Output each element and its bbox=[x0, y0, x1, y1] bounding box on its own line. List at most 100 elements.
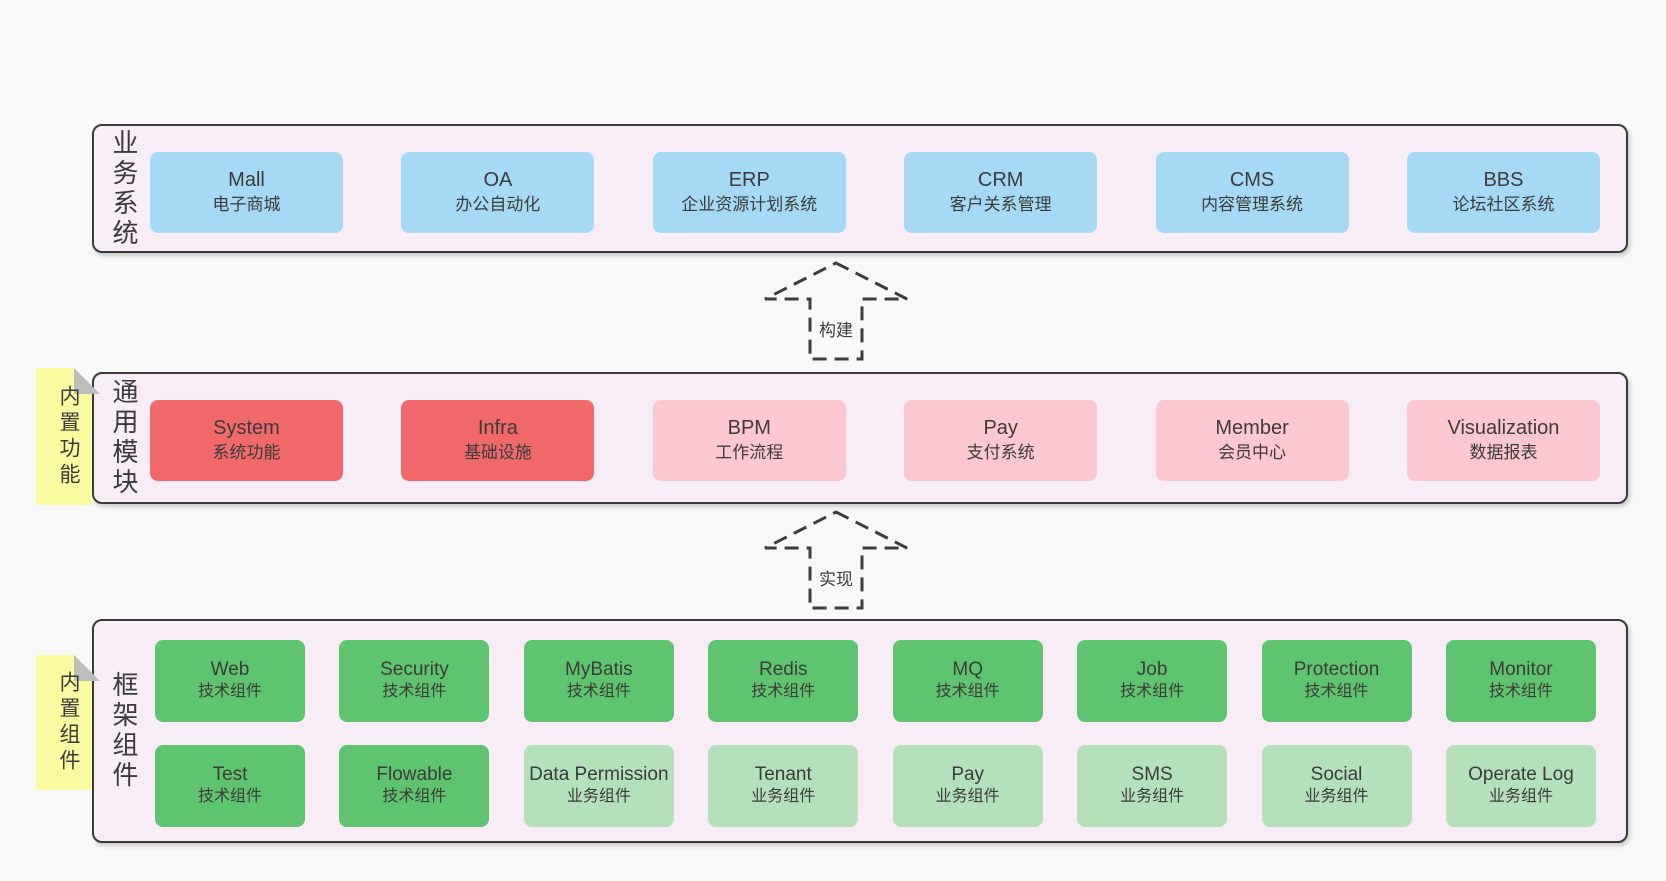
box-title: SMS bbox=[1131, 764, 1173, 785]
box-title: Monitor bbox=[1489, 659, 1553, 680]
implement-arrow-label: 实现 bbox=[815, 564, 857, 591]
box-title: Social bbox=[1310, 764, 1363, 785]
box-visualization: Visualization 数据报表 bbox=[1406, 400, 1600, 481]
up-arrow-icon bbox=[764, 261, 908, 361]
box-cms: CMS 内容管理系统 bbox=[1155, 152, 1349, 233]
panel-common-modules: 通用模块 System 系统功能 Infra 基础设施 BPM 工作流程 Pay 支付系统 Me… bbox=[92, 372, 1628, 504]
box-title: BBS bbox=[1483, 169, 1524, 191]
box-title: Web bbox=[210, 659, 250, 680]
box-subtitle: 技术组件 bbox=[382, 788, 447, 805]
box-subtitle: 技术组件 bbox=[382, 683, 447, 700]
implement-arrow: 实现 bbox=[761, 508, 911, 612]
box-title: MyBatis bbox=[565, 659, 633, 680]
box-bpm: BPM 工作流程 bbox=[652, 400, 846, 481]
box-monitor: Monitor 技术组件 bbox=[1445, 640, 1596, 722]
box-title: Visualization bbox=[1447, 417, 1560, 439]
box-title: Member bbox=[1215, 417, 1289, 439]
box-subtitle: 支付系统 bbox=[966, 443, 1035, 462]
box-subtitle: 业务组件 bbox=[751, 788, 816, 805]
box-mq: MQ 技术组件 bbox=[892, 640, 1043, 722]
box-title: BPM bbox=[727, 417, 771, 439]
box-subtitle: 基础设施 bbox=[463, 443, 532, 462]
box-flowable: Flowable 技术组件 bbox=[339, 745, 490, 827]
box-title: Flowable bbox=[376, 764, 453, 785]
box-title: CMS bbox=[1229, 169, 1275, 191]
box-operate-log: Operate Log 业务组件 bbox=[1445, 745, 1596, 827]
box-subtitle: 数据报表 bbox=[1469, 443, 1538, 462]
box-subtitle: 会员中心 bbox=[1218, 443, 1287, 462]
box-title: CRM bbox=[977, 169, 1024, 191]
box-subtitle: 技术组件 bbox=[1488, 683, 1553, 700]
sticky-note-text: 内置功能 bbox=[57, 384, 80, 489]
box-pay: Pay 业务组件 bbox=[892, 745, 1043, 827]
box-subtitle: 办公自动化 bbox=[455, 195, 541, 214]
box-subtitle: 论坛社区系统 bbox=[1452, 195, 1555, 214]
box-protection: Protection 技术组件 bbox=[1261, 640, 1412, 722]
box-title: MQ bbox=[952, 659, 983, 680]
box-title: Protection bbox=[1293, 659, 1380, 680]
box-subtitle: 业务组件 bbox=[1304, 788, 1369, 805]
panel-business-label: 业务系统 bbox=[109, 128, 139, 249]
box-subtitle: 业务组件 bbox=[1488, 788, 1553, 805]
box-subtitle: 客户关系管理 bbox=[949, 195, 1052, 214]
box-subtitle: 技术组件 bbox=[197, 683, 262, 700]
box-title: Tenant bbox=[754, 764, 812, 785]
box-oa: OA 办公自动化 bbox=[401, 152, 595, 233]
box-tenant: Tenant 业务组件 bbox=[708, 745, 859, 827]
box-social: Social 业务组件 bbox=[1261, 745, 1412, 827]
box-test: Test 技术组件 bbox=[155, 745, 305, 827]
box-subtitle: 业务组件 bbox=[1120, 788, 1185, 805]
build-arrow-label: 构建 bbox=[815, 315, 857, 342]
box-subtitle: 技术组件 bbox=[566, 683, 631, 700]
box-pay: Pay 支付系统 bbox=[904, 400, 1098, 481]
box-subtitle: 电子商城 bbox=[212, 195, 281, 214]
box-system: System 系统功能 bbox=[150, 400, 343, 481]
box-title: Infra bbox=[477, 417, 518, 439]
box-crm: CRM 客户关系管理 bbox=[904, 152, 1098, 233]
box-subtitle: 技术组件 bbox=[1304, 683, 1369, 700]
box-title: ERP bbox=[728, 169, 770, 191]
sticky-note-text: 内置组件 bbox=[57, 670, 80, 775]
box-sms: SMS 业务组件 bbox=[1077, 745, 1228, 827]
box-title: Security bbox=[380, 659, 449, 680]
box-member: Member 会员中心 bbox=[1155, 400, 1349, 481]
box-title: Job bbox=[1136, 659, 1168, 680]
box-title: Redis bbox=[758, 659, 808, 680]
box-title: Mall bbox=[228, 169, 265, 191]
build-arrow: 构建 bbox=[761, 259, 911, 363]
box-subtitle: 工作流程 bbox=[715, 443, 784, 462]
box-subtitle: 系统功能 bbox=[212, 443, 281, 462]
panel-framework-components: 框架组件 Web 技术组件 Security 技术组件 MyBatis 技术组件 Redis… bbox=[92, 619, 1628, 843]
box-title: OA bbox=[483, 169, 513, 191]
box-mybatis: MyBatis 技术组件 bbox=[523, 640, 674, 722]
box-subtitle: 内容管理系统 bbox=[1201, 195, 1304, 214]
box-subtitle: 技术组件 bbox=[197, 788, 262, 805]
panel-modules-label: 通用模块 bbox=[109, 378, 139, 498]
box-web: Web 技术组件 bbox=[155, 640, 305, 722]
box-title: Test bbox=[212, 764, 248, 785]
sticky-note-builtin-features: 内置功能 bbox=[36, 368, 100, 505]
box-bbs: BBS 论坛社区系统 bbox=[1406, 152, 1600, 233]
box-title: Operate Log bbox=[1468, 764, 1574, 785]
panel-components-label: 框架组件 bbox=[109, 671, 139, 791]
box-subtitle: 技术组件 bbox=[935, 683, 1000, 700]
box-title: Pay bbox=[951, 764, 985, 785]
box-subtitle: 业务组件 bbox=[935, 788, 1000, 805]
panel-business-systems: 业务系统 Mall 电子商城 OA 办公自动化 ERP 企业资源计划系统 CRM 客户关系管理… bbox=[92, 124, 1628, 253]
box-subtitle: 企业资源计划系统 bbox=[681, 195, 818, 214]
sticky-note-builtin-components: 内置组件 bbox=[36, 655, 100, 790]
box-infra: Infra 基础设施 bbox=[401, 400, 595, 481]
box-title: Pay bbox=[983, 417, 1018, 439]
modules-box-row: System 系统功能 Infra 基础设施 BPM 工作流程 Pay 支付系统 Member 会… bbox=[150, 400, 1600, 481]
box-subtitle: 业务组件 bbox=[566, 788, 631, 805]
box-title: System bbox=[213, 417, 280, 439]
box-security: Security 技术组件 bbox=[339, 640, 490, 722]
box-erp: ERP 企业资源计划系统 bbox=[652, 152, 846, 233]
up-arrow-icon bbox=[764, 510, 908, 610]
business-box-row: Mall 电子商城 OA 办公自动化 ERP 企业资源计划系统 CRM 客户关系管理 CMS 内容… bbox=[150, 152, 1600, 233]
